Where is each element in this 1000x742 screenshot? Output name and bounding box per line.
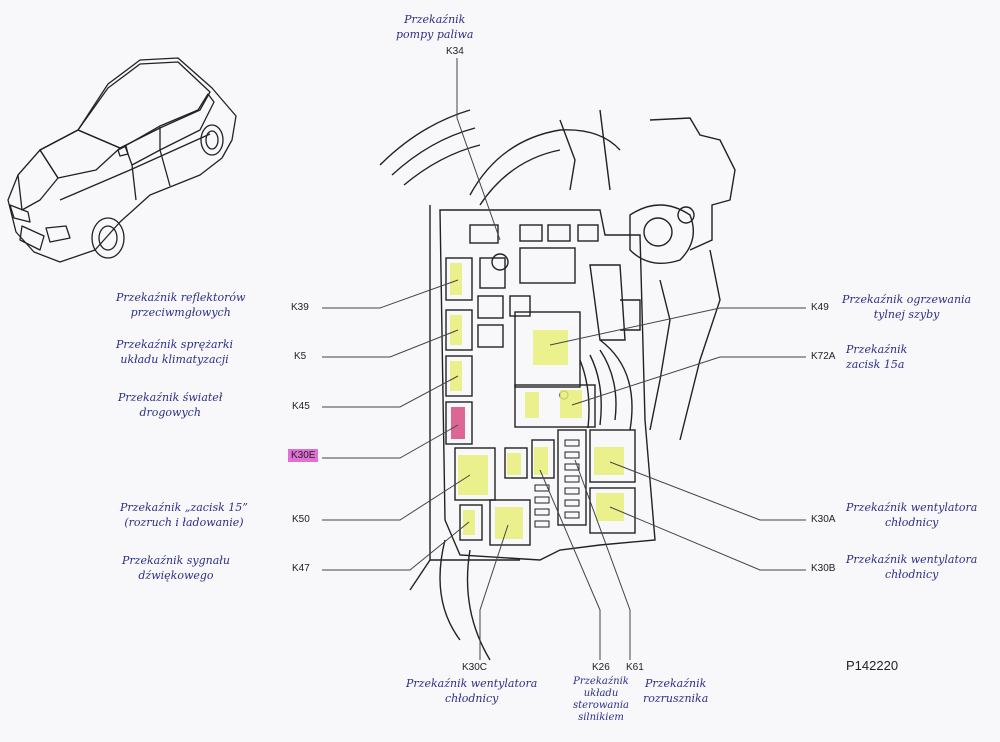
label-k50: Przekaźnik „zacisk 15”(rozruch i ładowan… bbox=[120, 501, 248, 529]
code-k61: K61 bbox=[626, 662, 644, 673]
code-k45: K45 bbox=[292, 401, 310, 412]
code-k5: K5 bbox=[294, 351, 307, 362]
code-k72a: K72A bbox=[811, 351, 836, 362]
code-k50: K50 bbox=[292, 514, 310, 525]
code-k30b: K30B bbox=[811, 563, 836, 574]
code-k47: K47 bbox=[292, 563, 310, 574]
relay-highlights bbox=[450, 263, 624, 539]
code-k34: K34 bbox=[446, 46, 464, 57]
code-k26: K26 bbox=[592, 662, 610, 673]
figure-reference: P142220 bbox=[846, 658, 899, 673]
code-k39: K39 bbox=[291, 302, 309, 313]
code-k49: K49 bbox=[811, 302, 829, 313]
leader-lines bbox=[322, 58, 806, 660]
car-illustration bbox=[7, 57, 237, 263]
relay-highlight-k30e bbox=[451, 407, 465, 439]
code-k30a: K30A bbox=[811, 514, 836, 525]
code-k30c: K30C bbox=[462, 662, 488, 673]
code-k30e: K30E bbox=[288, 449, 319, 462]
engine-bay-drawing bbox=[379, 109, 736, 661]
